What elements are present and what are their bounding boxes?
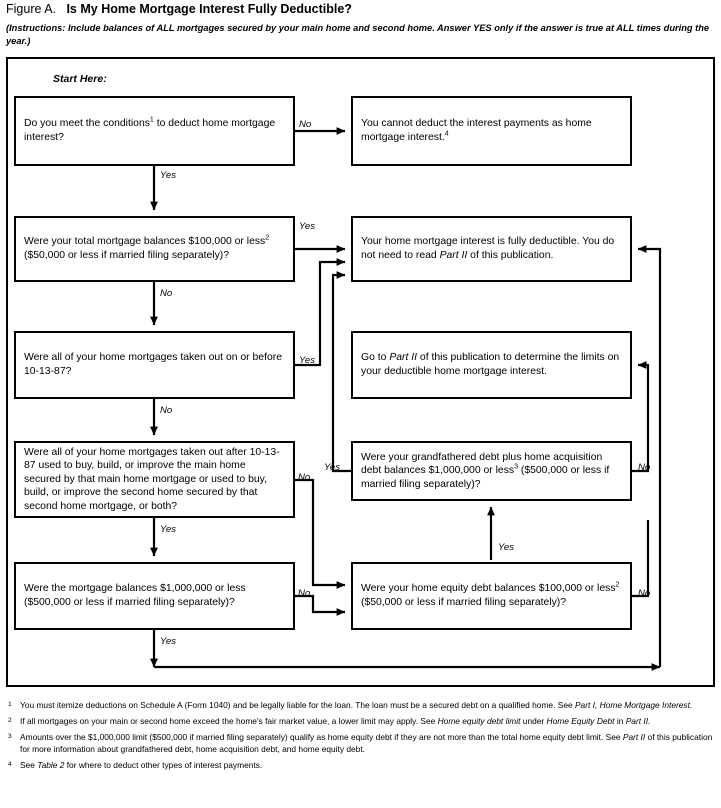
edge-label-r4-yes-up: Yes — [498, 542, 515, 553]
footnote-2-num: 2 — [8, 717, 12, 725]
decision-q3[interactable]: Were all of your home mortgages taken ou… — [14, 331, 295, 399]
decision-q4[interactable]: Were all of your home mortgages taken ou… — [14, 441, 295, 518]
edge-label-q3-yes: Yes — [299, 355, 316, 366]
terminal-r2-text: Your home mortgage interest is fully ded… — [361, 236, 615, 261]
edge-label-q5-yes: Yes — [160, 636, 177, 647]
figure-title: Is My Home Mortgage Interest Fully Deduc… — [66, 2, 352, 16]
figure-instructions: (Instructions: Include balances of ALL m… — [6, 23, 710, 46]
footnote-1: 1 You must itemize deductions on Schedul… — [6, 700, 716, 712]
edge-label-q2-no: No — [160, 288, 173, 299]
edge-label-q4-no: No — [298, 472, 311, 483]
edge-label-q3-no: No — [160, 405, 173, 416]
footnote-3-num: 3 — [8, 733, 12, 741]
start-here-label: Start Here: — [53, 73, 107, 85]
edge-label-q4-yes: Yes — [160, 524, 177, 535]
footnotes: 1 You must itemize deductions on Schedul… — [6, 700, 716, 776]
flowchart-frame — [6, 57, 715, 687]
footnote-4-text: See Table 2 for where to deduct other ty… — [20, 759, 263, 770]
terminal-r2[interactable]: Your home mortgage interest is fully ded… — [351, 216, 632, 282]
footnote-4-num: 4 — [8, 760, 12, 768]
edge-label-q1-no: No — [299, 119, 312, 130]
terminal-r3-text: Go to Part II of this publication to det… — [361, 352, 620, 377]
terminal-r3[interactable]: Go to Part II of this publication to det… — [351, 331, 632, 399]
decision-q2[interactable]: Were your total mortgage balances $100,0… — [14, 216, 295, 282]
footnote-2-text: If all mortgages on your main or second … — [20, 716, 651, 727]
footnote-1-num: 1 — [8, 701, 12, 708]
decision-q5[interactable]: Were the mortgage balances $1,000,000 or… — [14, 562, 295, 630]
decision-r4-text: Were your grandfathered debt plus home a… — [361, 451, 610, 490]
decision-r5-text: Were your home equity debt balances $100… — [361, 581, 620, 608]
footnote-3-text: Amounts over the $1,000,000 limit ($500,… — [20, 732, 713, 754]
footnote-4: 4 See Table 2 for where to deduct other … — [6, 760, 716, 772]
terminal-r1[interactable]: You cannot deduct the interest payments … — [351, 96, 632, 166]
terminal-r1-text: You cannot deduct the interest payments … — [361, 118, 592, 143]
edge-label-q5-no: No — [298, 588, 311, 599]
decision-q2-text: Were your total mortgage balances $100,0… — [24, 234, 270, 261]
edge-label-q2-yes: Yes — [299, 221, 316, 232]
footnote-3: 3 Amounts over the $1,000,000 limit ($50… — [6, 732, 716, 755]
edge-label-q1-yes: Yes — [160, 170, 177, 181]
decision-q1-text: Do you meet the conditions1 to deduct ho… — [24, 116, 276, 143]
edge-label-r4-yes-left: Yes — [324, 462, 341, 473]
footnote-2: 2 If all mortgages on your main or secon… — [6, 716, 716, 728]
decision-q3-text: Were all of your home mortgages taken ou… — [24, 352, 282, 377]
decision-q5-text: Were the mortgage balances $1,000,000 or… — [24, 583, 246, 608]
edge-label-r5-no: No — [638, 588, 651, 599]
decision-r4[interactable]: Were your grandfathered debt plus home a… — [351, 441, 632, 501]
footnote-1-text: You must itemize deductions on Schedule … — [20, 700, 693, 710]
decision-q4-text: Were all of your home mortgages taken ou… — [24, 446, 280, 512]
page-title: Figure A. Is My Home Mortgage Interest F… — [6, 2, 706, 17]
edge-label-r4-no: No — [638, 462, 651, 473]
decision-q1[interactable]: Do you meet the conditions1 to deduct ho… — [14, 96, 295, 166]
decision-r5[interactable]: Were your home equity debt balances $100… — [351, 562, 632, 630]
figure-label: Figure A. — [6, 2, 57, 16]
